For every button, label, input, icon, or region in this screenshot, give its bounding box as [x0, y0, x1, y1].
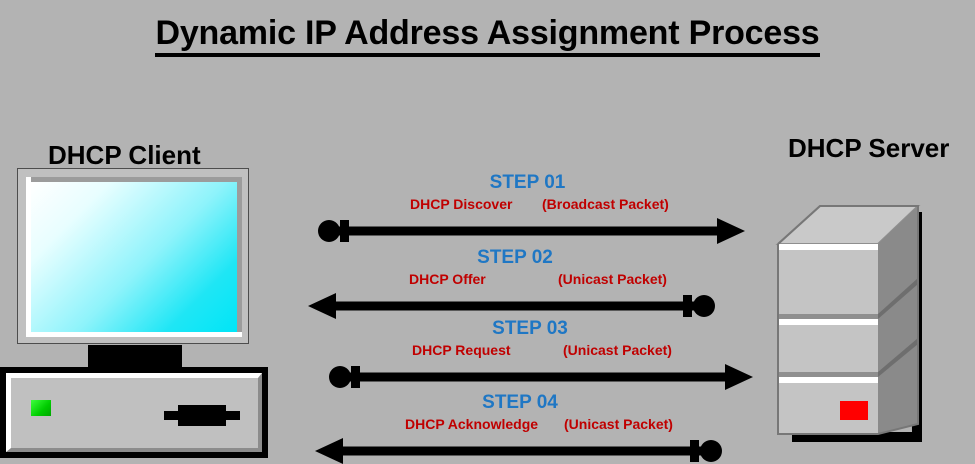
page-title-text: Dynamic IP Address Assignment Process	[155, 14, 820, 57]
monitor-screen	[31, 182, 237, 332]
arrow-server-to-client-offer	[305, 291, 725, 321]
client-power-led-icon	[31, 400, 51, 416]
message-name-02: DHCP Offer	[409, 271, 486, 287]
step-label-04: STEP 04	[482, 392, 558, 413]
server-tower-icon	[775, 205, 922, 442]
step-label-02: STEP 02	[477, 247, 553, 268]
arrow-client-to-server-request	[305, 362, 755, 392]
client-drive-slot-body-icon	[178, 405, 226, 426]
step-label-03: STEP 03	[492, 318, 568, 339]
server-label: DHCP Server	[788, 133, 950, 163]
client-label: DHCP Client	[48, 140, 201, 170]
base-unit-face	[6, 373, 262, 452]
arrow-server-to-client-acknowledge	[305, 436, 735, 464]
arrow-client-to-server-discover	[305, 216, 750, 246]
message-cast-02: (Unicast Packet)	[558, 271, 667, 287]
monitor-bezel	[17, 168, 249, 344]
server-power-led-icon	[840, 401, 868, 420]
message-name-01: DHCP Discover	[410, 196, 513, 212]
page-title: Dynamic IP Address Assignment Process	[0, 14, 975, 57]
computer-base-unit	[0, 367, 268, 458]
monitor-stand	[88, 345, 182, 367]
dhcp-client-computer	[0, 168, 285, 464]
message-cast-04: (Unicast Packet)	[564, 416, 673, 432]
message-name-03: DHCP Request	[412, 342, 511, 358]
message-cast-03: (Unicast Packet)	[563, 342, 672, 358]
monitor-inner-bezel	[26, 177, 242, 337]
message-cast-01: (Broadcast Packet)	[542, 196, 669, 212]
message-name-04: DHCP Acknowledge	[405, 416, 539, 432]
dhcp-server-tower	[770, 166, 975, 456]
step-label-01: STEP 01	[489, 172, 566, 193]
